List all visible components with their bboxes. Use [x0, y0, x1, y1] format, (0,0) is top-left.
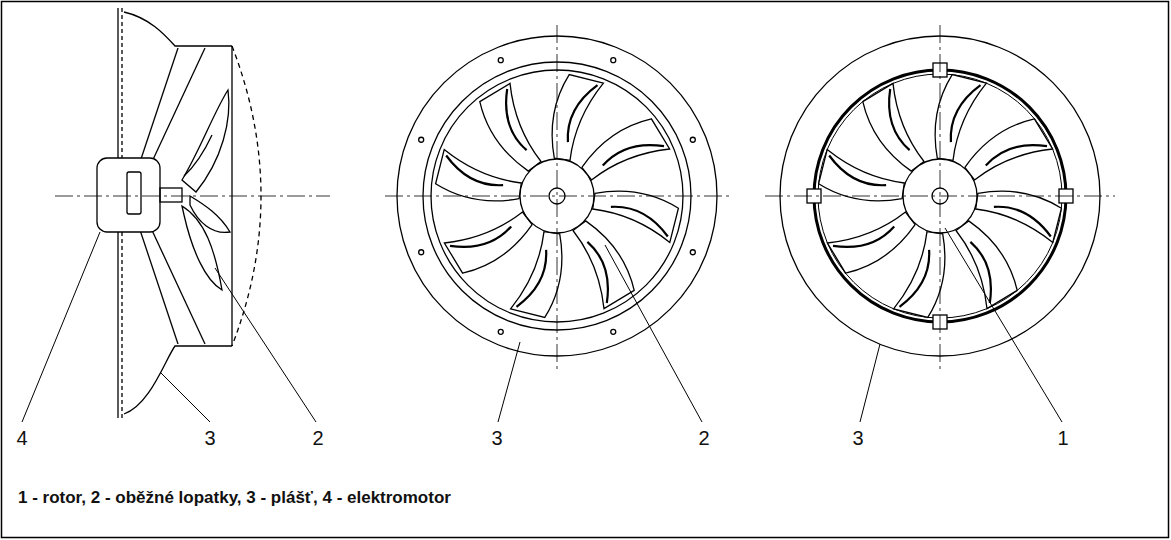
- blade-edge: [506, 89, 527, 150]
- blade-edge: [900, 250, 930, 307]
- blade: [511, 232, 562, 318]
- bolt-hole: [419, 137, 424, 142]
- callout-number: 2: [312, 427, 323, 449]
- blade-edge: [184, 135, 212, 176]
- blade-edge: [587, 242, 608, 303]
- blade: [863, 83, 924, 171]
- blade: [552, 75, 603, 161]
- callout-number: 3: [491, 427, 502, 449]
- housing-bottom: [124, 346, 232, 414]
- leader-line: [160, 372, 210, 422]
- callout-number: 3: [852, 427, 863, 449]
- leader-line: [215, 268, 316, 422]
- centerline: [765, 196, 1115, 197]
- blade-edge: [568, 85, 598, 142]
- blade-edge: [603, 145, 664, 166]
- side-view: [22, 8, 330, 422]
- bolt-hole: [690, 137, 695, 142]
- bolt-hole: [419, 250, 424, 255]
- leader-line: [22, 232, 100, 422]
- blade: [827, 212, 915, 273]
- blade: [593, 191, 679, 242]
- bolt-hole: [690, 250, 695, 255]
- blade-edge: [994, 207, 1051, 237]
- centerline: [385, 196, 730, 197]
- housing-top: [124, 12, 232, 46]
- blade-edge: [446, 156, 503, 186]
- blade: [190, 196, 230, 232]
- strut: [140, 230, 178, 344]
- blade: [182, 90, 229, 192]
- blade: [894, 232, 945, 318]
- strut: [140, 48, 178, 162]
- motor-box: [127, 172, 141, 214]
- callout-number: 4: [16, 427, 27, 449]
- bolt-hole: [611, 58, 616, 63]
- leader-line: [605, 245, 702, 422]
- blade-edge: [970, 242, 991, 303]
- blade-edge: [517, 250, 547, 307]
- blade-edge: [829, 156, 886, 186]
- leader-line: [945, 228, 1062, 422]
- rear-view: [765, 25, 1115, 422]
- centerline: [55, 196, 330, 197]
- blade-edge: [986, 145, 1047, 166]
- blade: [436, 150, 522, 201]
- blade: [444, 212, 532, 273]
- blade: [965, 119, 1053, 180]
- blade: [976, 191, 1062, 242]
- leader-line: [860, 344, 880, 422]
- blade: [956, 221, 1017, 309]
- blade: [935, 75, 986, 161]
- shaft: [160, 188, 182, 202]
- strut: [150, 48, 205, 166]
- blade-edge: [450, 226, 511, 247]
- centerline: [940, 25, 941, 370]
- front-view: [385, 25, 730, 422]
- blade: [573, 221, 634, 309]
- bolt-hole: [611, 329, 616, 334]
- blade-edge: [833, 226, 894, 247]
- blade-edge: [611, 207, 668, 237]
- bolt-hole: [498, 329, 503, 334]
- callout-number: 2: [698, 427, 709, 449]
- bolt-hole: [498, 58, 503, 63]
- blade: [480, 83, 541, 171]
- callout-number: 3: [204, 427, 215, 449]
- legend-caption: 1 - rotor, 2 - oběžné lopatky, 3 - plášť…: [18, 488, 451, 508]
- blade: [582, 119, 670, 180]
- motor: [97, 158, 160, 232]
- blade-edge: [951, 85, 981, 142]
- blade: [819, 150, 905, 201]
- centerline: [557, 25, 558, 370]
- callout-number: 1: [1057, 427, 1068, 449]
- leader-line: [498, 342, 520, 422]
- blade-edge: [889, 89, 910, 150]
